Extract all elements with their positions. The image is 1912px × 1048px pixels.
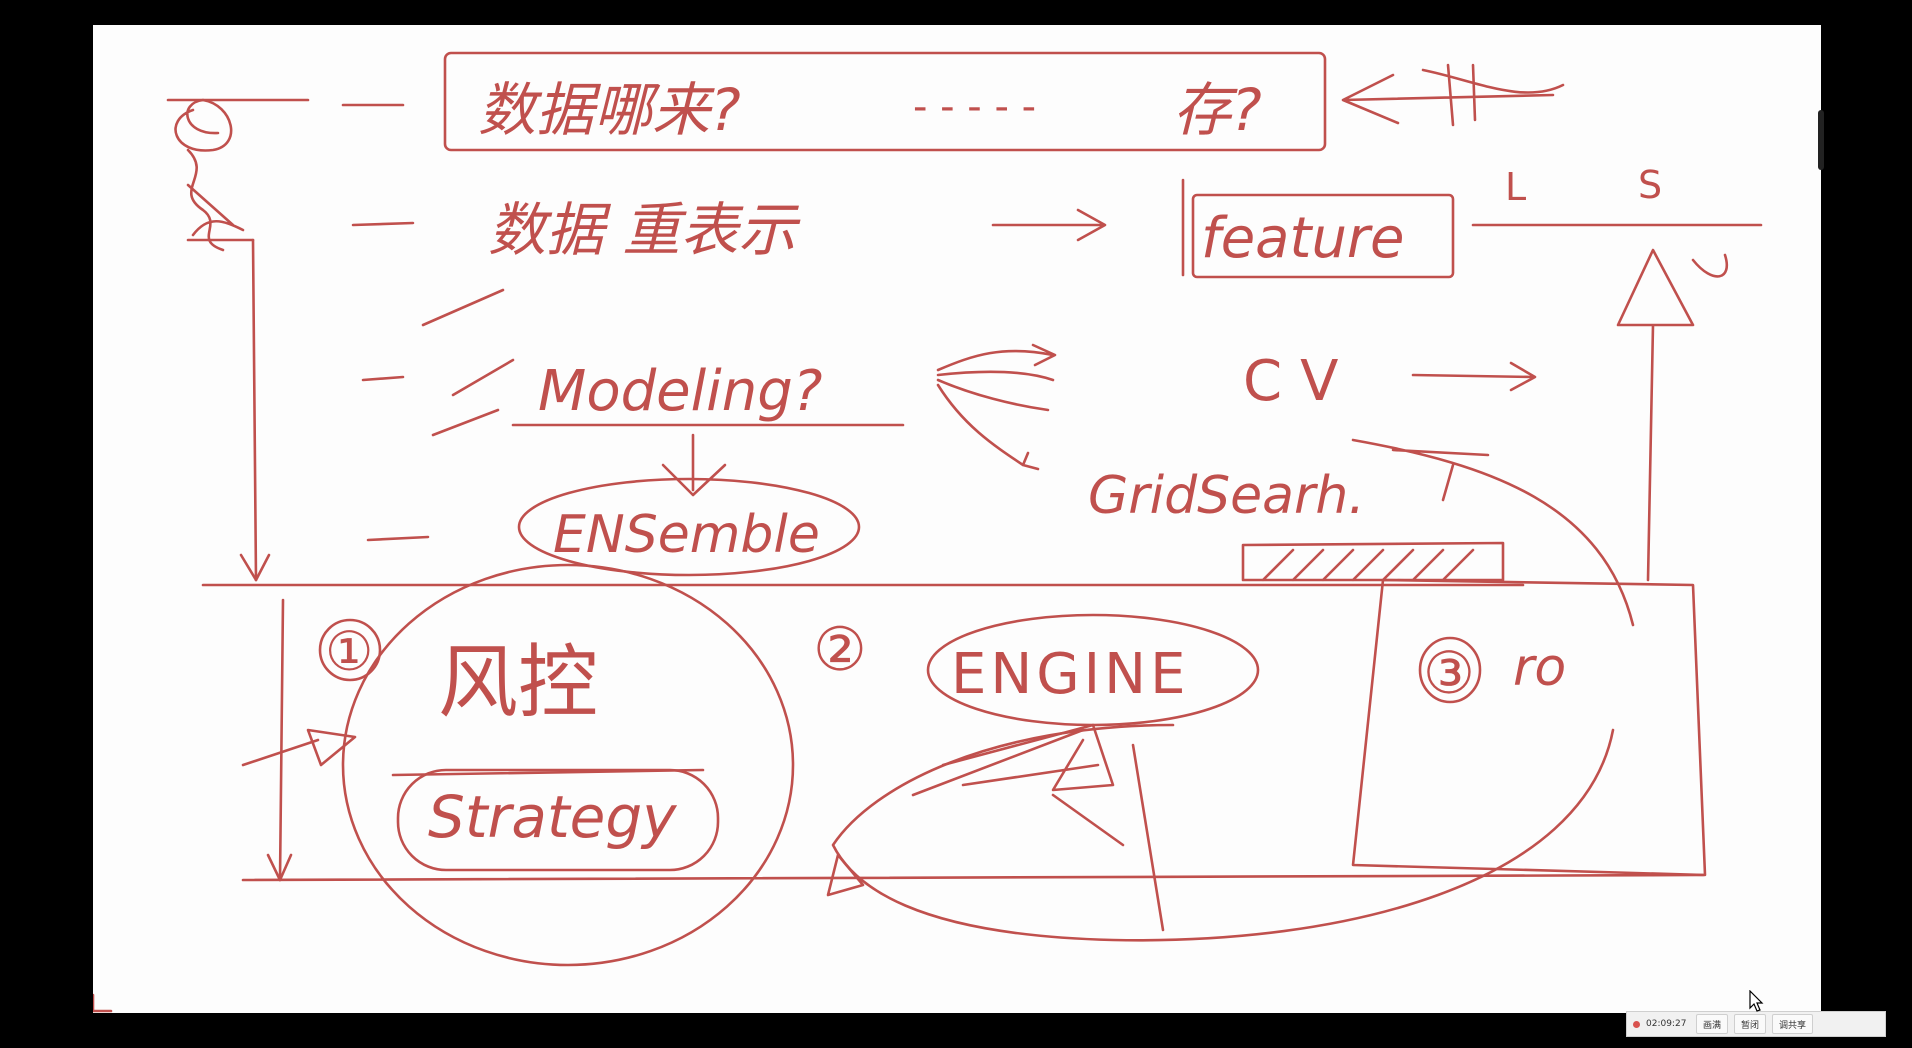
scribble-mark	[174, 98, 245, 252]
circle-2-label: ②	[813, 615, 867, 685]
up-arrow-right	[1616, 248, 1728, 582]
handwriting-layer: 数据哪来? - - - - - 存? 数据 重表示 feature L S Mo…	[93, 51, 1763, 1013]
record-indicator-icon	[1633, 1020, 1640, 1028]
corner-bracket-bl	[93, 993, 113, 1013]
toolbar-button-3[interactable]: 调共享	[1772, 1014, 1814, 1034]
row1-left-arrow	[1341, 63, 1565, 127]
lower-divider	[241, 873, 1705, 882]
ensemble-text: ENSemble	[553, 505, 820, 565]
ensemble-ellipse	[517, 477, 861, 577]
diagonal-strokes	[421, 288, 515, 437]
row2-left-text: 数据 重表示	[488, 196, 801, 264]
mouse-cursor-icon	[1749, 990, 1764, 1012]
label-s: S	[1638, 163, 1662, 207]
row1-right-text: 存?	[1173, 76, 1262, 144]
gridsearch-hatch	[1241, 541, 1505, 582]
strategy-box	[396, 768, 720, 872]
modeling-down-arrow	[661, 433, 727, 497]
row4-dash	[366, 535, 430, 542]
whiteboard-canvas[interactable]: 数据哪来? - - - - - 存? 数据 重表示 feature L S Mo…	[93, 25, 1886, 1037]
circle-3	[1418, 636, 1482, 704]
recording-toolbar: 02:09:27 画满 暂闭 调共享	[1626, 1011, 1886, 1037]
left-arrow-marker	[241, 728, 357, 767]
left-axis-arrow	[251, 238, 258, 582]
cv-arrow	[1411, 361, 1537, 392]
feature-box	[1191, 193, 1455, 279]
label-l: L	[1505, 165, 1526, 209]
toolbar-button-2[interactable]: 暂闭	[1734, 1014, 1767, 1034]
section3-box	[1351, 578, 1707, 877]
engine-big-loop	[831, 723, 1615, 942]
row3-dash	[361, 375, 405, 382]
risk-text: 风控	[438, 636, 598, 729]
circle-1-label: ①	[325, 620, 373, 683]
modeling-text: Modeling?	[538, 359, 822, 424]
risk-ellipse	[341, 563, 795, 967]
strategy-text: Strategy	[428, 783, 677, 851]
row2-dash	[351, 221, 415, 227]
loop-arrow	[1351, 438, 1635, 627]
left-axis-arrow-lower	[278, 598, 285, 882]
circle-3-label: ③	[1423, 639, 1475, 707]
row1-dashes: - - - - -	[913, 84, 1036, 130]
gridsearch-text: GridSearh.	[1088, 466, 1365, 526]
engine-scribble	[911, 723, 1165, 932]
modeling-fan-arrows	[936, 343, 1057, 471]
toolbar-button-1[interactable]: 画满	[1696, 1014, 1729, 1034]
cv-text: CV	[1243, 349, 1356, 414]
strategy-overline	[391, 768, 705, 777]
engine-text: ENGINE	[951, 642, 1189, 707]
row1-box	[443, 51, 1327, 152]
row1-left-text: 数据哪来?	[478, 76, 741, 144]
engine-left-arrowhead	[826, 853, 865, 897]
recording-timer: 02:09:27	[1646, 1019, 1687, 1029]
vertical-scrollbar[interactable]	[1818, 110, 1824, 170]
row2-arrow	[991, 208, 1107, 242]
ro-text: ro	[1513, 638, 1566, 698]
circle-1	[318, 618, 382, 682]
left-axis-arrowhead	[239, 553, 271, 582]
feature-text: feature	[1201, 206, 1404, 271]
